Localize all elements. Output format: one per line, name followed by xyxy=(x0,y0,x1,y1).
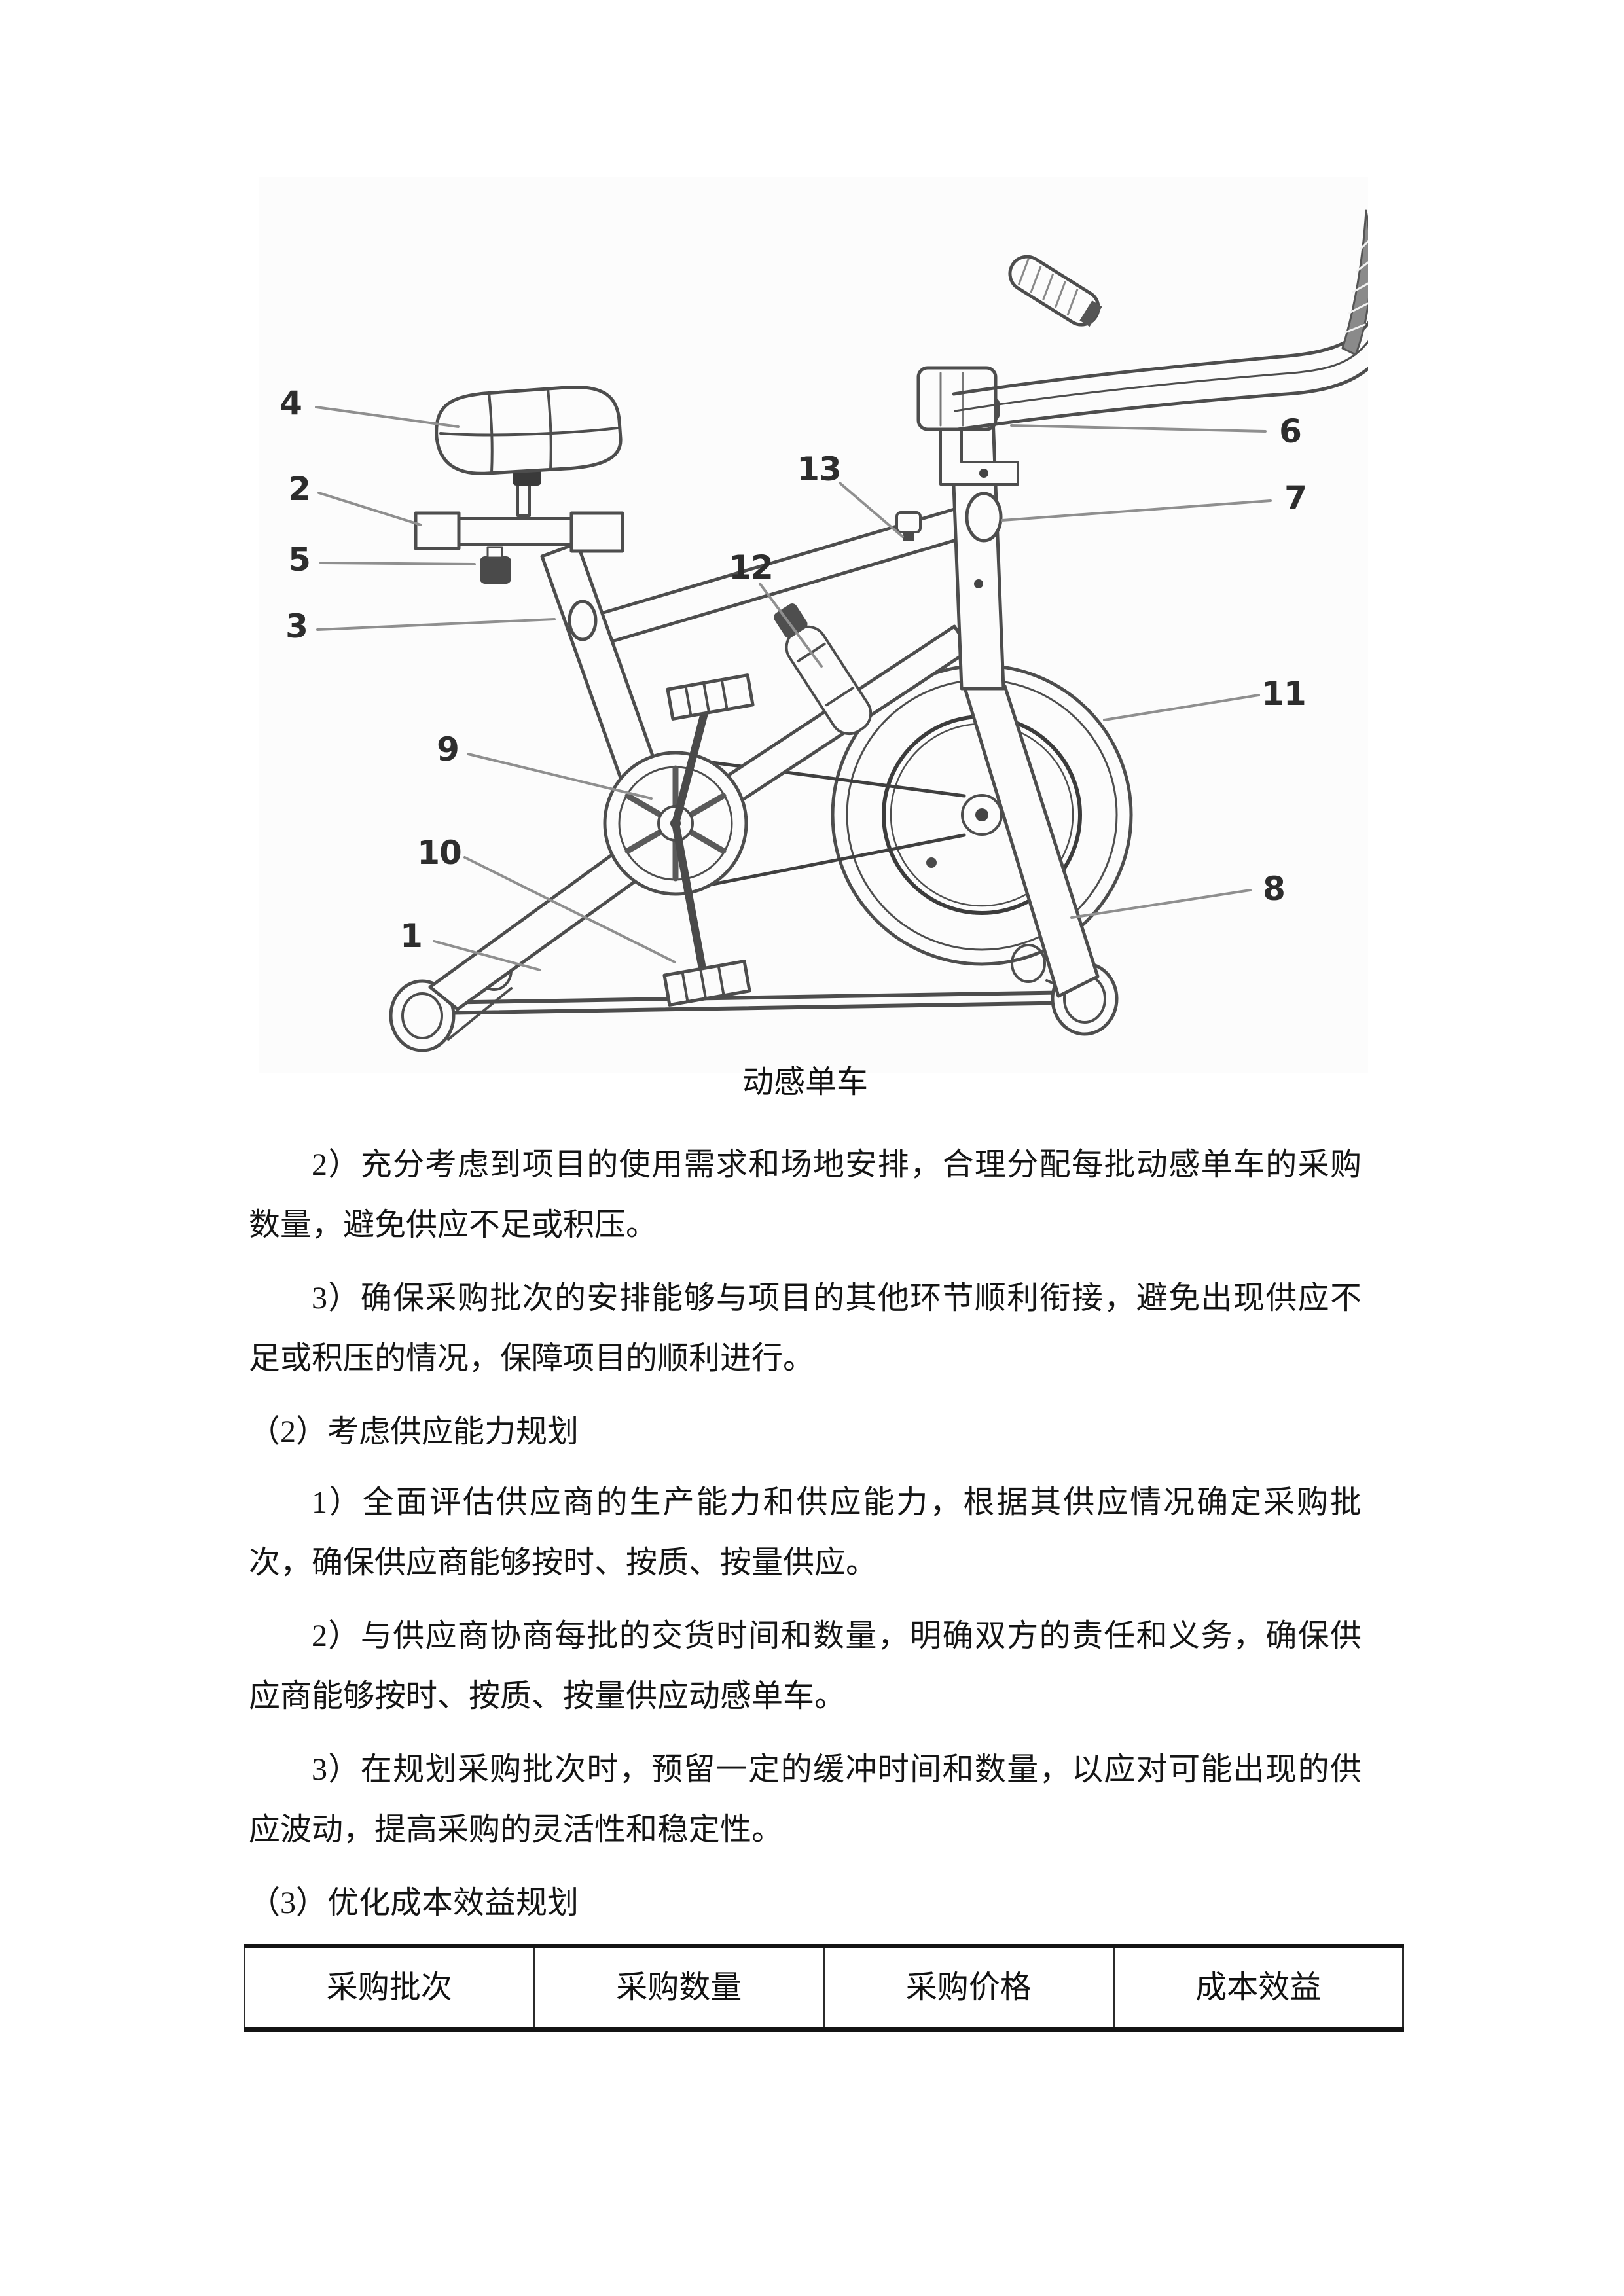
paragraph-3: 1）全面评估供应商的生产能力和供应能力，根据其供应情况确定采购批次，确保供应商能… xyxy=(249,1485,1362,1580)
spin-bike-illustration xyxy=(315,209,1368,1052)
figure-label-7: 7 xyxy=(1284,479,1307,517)
table-header-price: 采购价格 xyxy=(823,1946,1115,2030)
body-text: 2）充分考虑到项目的使用需求和场地安排，合理分配每批动感单车的采购数量，避免供应… xyxy=(244,1135,1404,2032)
paragraph-5: 3）在规划采购批次时，预留一定的缓冲时间和数量，以应对可能出现的供应波动，提高采… xyxy=(249,1752,1362,1847)
table-header-benefit: 成本效益 xyxy=(1112,1946,1404,2030)
table-header-row: 采购批次 采购数量 采购价格 成本效益 xyxy=(244,1946,1404,2030)
figure-label-11: 11 xyxy=(1261,675,1307,713)
figure-label-2: 2 xyxy=(288,470,311,508)
section-heading-3: （3）优化成本效益规划 xyxy=(249,1886,579,1920)
figure-label-6: 6 xyxy=(1279,412,1302,450)
figure-label-10: 10 xyxy=(417,834,462,872)
figure-label-12: 12 xyxy=(729,548,774,586)
figure-caption: 动感单车 xyxy=(742,1065,868,1100)
section-heading-2: （2）考虑供应能力规划 xyxy=(249,1414,579,1449)
figure-label-4: 4 xyxy=(280,384,302,422)
table-header-batch: 采购批次 xyxy=(244,1946,535,2030)
figure-label-8: 8 xyxy=(1263,870,1286,908)
paragraph-4: 2）与供应商协商每批的交货时间和数量，明确双方的责任和义务，确保供应商能够按时、… xyxy=(249,1619,1362,1713)
cost-table: 采购批次 采购数量 采购价格 成本效益 xyxy=(244,1944,1404,2032)
paragraph-1: 2）充分考虑到项目的使用需求和场地安排，合理分配每批动感单车的采购数量，避免供应… xyxy=(249,1147,1362,1242)
figure-label-3: 3 xyxy=(285,607,308,645)
figure-label-13: 13 xyxy=(797,450,842,488)
figure-label-9: 9 xyxy=(437,730,460,768)
table-header-quantity: 采购数量 xyxy=(533,1946,825,2030)
figure-label-1: 1 xyxy=(400,917,423,955)
paragraph-2: 3）确保采购批次的安排能够与项目的其他环节顺利衔接，避免出现供应不足或积压的情况… xyxy=(249,1281,1362,1376)
figure-label-5: 5 xyxy=(288,541,311,579)
spin-bike-figure: 1 2 3 4 5 6 7 8 9 10 11 12 13 xyxy=(259,177,1368,1073)
